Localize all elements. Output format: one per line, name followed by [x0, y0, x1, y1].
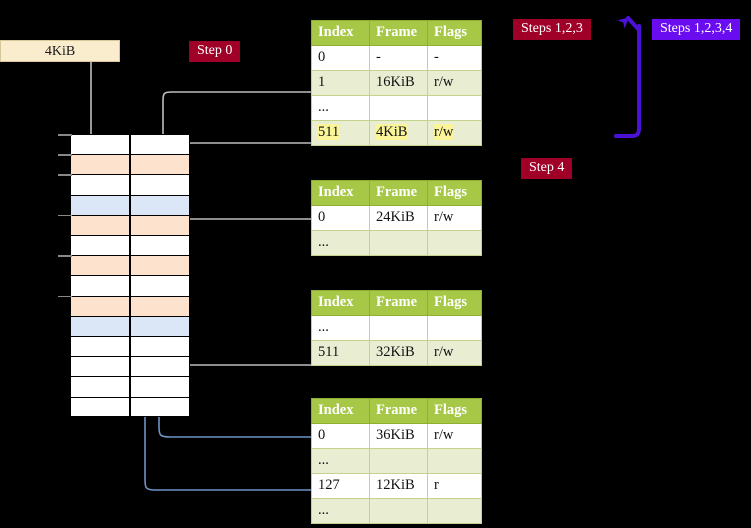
table-row[interactable]: 0-- [311, 45, 482, 71]
cell-index: 127 [311, 473, 370, 499]
cell-flags: r [427, 473, 482, 499]
highlighted-text: r/w [434, 124, 454, 140]
cell-frame: 12KiB [369, 473, 428, 499]
cell-flags [427, 498, 482, 524]
cell-flags: r/w [427, 340, 482, 366]
badge-steps1234-label: Steps 1,2,3,4 [660, 21, 733, 36]
frame-size-box: 4KiB [0, 40, 120, 62]
cell-index: 0 [311, 423, 370, 449]
memory-column-divider [129, 134, 131, 417]
badge-step4: Step 4 [521, 158, 573, 179]
memory-tick-mark [58, 134, 72, 136]
cell-frame: 4KiB [369, 120, 428, 146]
memory-tick-mark [58, 214, 72, 217]
cell-frame: - [369, 45, 428, 71]
cell-flags: r/w [427, 423, 482, 449]
column-header-flags: Flags [427, 398, 482, 424]
cell-index: ... [311, 315, 370, 341]
cell-index: 0 [311, 205, 370, 231]
badge-steps123-label: Steps 1,2,3 [521, 21, 583, 36]
badge-steps1234: Steps 1,2,3,4 [652, 19, 741, 40]
wire-pml4-to-memory [175, 142, 480, 168]
cell-flags: r/w [427, 205, 482, 231]
memory-tick-mark [58, 295, 72, 298]
highlighted-text: 4KiB [376, 124, 408, 140]
table-row[interactable]: ... [311, 315, 482, 341]
column-header-flags: Flags [427, 20, 482, 46]
memory-tick-mark [58, 154, 72, 156]
cell-index: 1 [311, 70, 370, 96]
cell-frame [369, 448, 428, 474]
cell-frame [369, 315, 428, 341]
column-header-index: Index [311, 20, 370, 46]
cell-index: ... [311, 230, 370, 256]
table-row[interactable]: ... [311, 230, 482, 256]
cell-frame [369, 230, 428, 256]
cell-flags: r/w [427, 120, 482, 146]
badge-steps123: Steps 1,2,3 [513, 19, 591, 40]
cell-frame: 36KiB [369, 423, 428, 449]
badge-step0: Step 0 [189, 41, 241, 62]
column-header-flags: Flags [427, 180, 482, 206]
badge-step4-label: Step 4 [529, 160, 565, 175]
column-header-frame: Frame [369, 398, 428, 424]
column-header-frame: Frame [369, 20, 428, 46]
cell-index: 511 [311, 120, 370, 146]
cell-index: ... [311, 498, 370, 524]
cell-index: 511 [311, 340, 370, 366]
column-header-index: Index [311, 398, 370, 424]
table-row[interactable]: 511 4KiB r/w [311, 120, 482, 146]
cell-flags: r/w [427, 70, 482, 96]
memory-tick-mark [58, 174, 72, 176]
cell-flags: - [427, 45, 482, 71]
steps-bracket-arrow [614, 16, 641, 138]
cell-index: 0 [311, 45, 370, 71]
cell-flags [427, 230, 482, 256]
physical-memory-column [58, 134, 190, 417]
cell-frame [369, 498, 428, 524]
cell-index: ... [311, 448, 370, 474]
highlighted-text: 511 [318, 124, 340, 140]
frame-size-label: 4KiB [44, 44, 76, 59]
cell-flags [427, 448, 482, 474]
column-header-flags: Flags [427, 290, 482, 316]
column-header-index: Index [311, 290, 370, 316]
column-header-frame: Frame [369, 290, 428, 316]
cell-frame: 24KiB [369, 205, 428, 231]
badge-step0-label: Step 0 [197, 43, 233, 58]
cell-frame [369, 95, 428, 121]
cell-frame: 32KiB [369, 340, 428, 366]
cell-index: ... [311, 95, 370, 121]
memory-tick-mark [58, 255, 72, 257]
cell-frame: 16KiB [369, 70, 428, 96]
column-header-frame: Frame [369, 180, 428, 206]
table-row[interactable]: ... [311, 95, 482, 121]
table-row[interactable]: ... [311, 448, 482, 474]
cell-flags [427, 315, 482, 341]
table-row[interactable]: ... [311, 498, 482, 524]
cell-flags [427, 95, 482, 121]
column-header-index: Index [311, 180, 370, 206]
